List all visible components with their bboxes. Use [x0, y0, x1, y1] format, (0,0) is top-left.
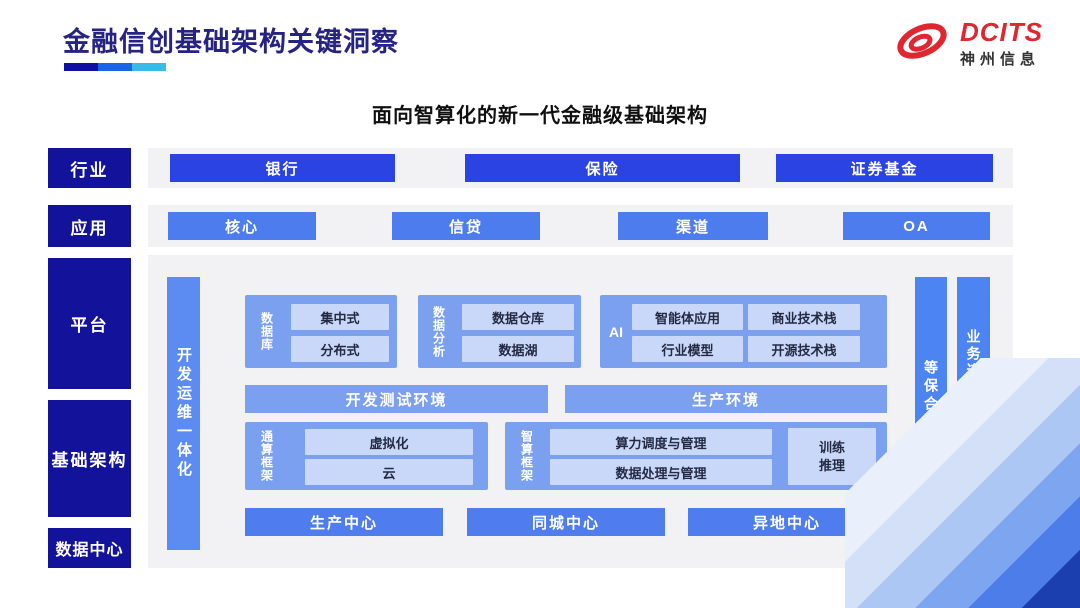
row-label-infrastructure: 基础架构	[48, 400, 131, 517]
general-compute-item-virtualization: 虚拟化	[305, 429, 473, 455]
database-item-distributed: 分布式	[291, 336, 389, 362]
underline-segment-light	[132, 63, 166, 71]
company-logo: DCITS 神州信息	[892, 16, 1043, 71]
ai-group-label: AI	[609, 323, 623, 340]
ai-item-agent-apps: 智能体应用	[632, 304, 743, 330]
ai-compute-item-dataprocessing: 数据处理与管理	[550, 459, 772, 485]
corner-diagonal-decoration	[845, 358, 1080, 608]
general-compute-group: 通算框架 虚拟化 云	[245, 422, 488, 490]
database-group-label: 数据库	[259, 312, 274, 351]
title-underline	[64, 63, 166, 81]
ai-compute-group: 智算框架 算力调度与管理 数据处理与管理 训练 推理	[505, 422, 887, 490]
analytics-group-label-wrap: 数据分析	[418, 295, 460, 368]
application-item-core: 核心	[168, 212, 316, 240]
application-item-oa: OA	[843, 212, 990, 240]
general-compute-item-cloud: 云	[305, 459, 473, 485]
devops-vertical-bar: 开发运维一体化	[167, 277, 200, 550]
center-production: 生产中心	[245, 508, 443, 536]
database-group-label-wrap: 数据库	[245, 295, 289, 368]
ai-group-label-wrap: AI	[600, 295, 632, 368]
page-title: 金融信创基础架构关键洞察	[63, 27, 399, 57]
general-compute-label: 通算框架	[259, 430, 274, 482]
analytics-item-warehouse: 数据仓库	[462, 304, 574, 330]
database-group: 数据库 集中式 分布式	[245, 295, 397, 368]
industry-item-insurance: 保险	[465, 154, 740, 182]
ai-compute-label-wrap: 智算框架	[505, 422, 549, 490]
underline-segment-mid	[98, 63, 132, 71]
devops-vertical-bar-label: 开发运维一体化	[175, 347, 192, 480]
dcits-swirl-icon	[892, 16, 952, 71]
analytics-group-label: 数据分析	[431, 305, 446, 358]
ai-compute-item-scheduling: 算力调度与管理	[550, 429, 772, 455]
application-item-channel: 渠道	[618, 212, 768, 240]
industry-item-securities-funds: 证券基金	[776, 154, 993, 182]
ai-group: AI 智能体应用 商业技术栈 行业模型 开源技术栈	[600, 295, 887, 368]
general-compute-label-wrap: 通算框架	[245, 422, 289, 490]
ai-item-commercial-stack: 商业技术栈	[748, 304, 860, 330]
row-label-platform: 平台	[48, 258, 131, 389]
center-same-city: 同城中心	[467, 508, 665, 536]
database-item-centralized: 集中式	[291, 304, 389, 330]
underline-segment-dark	[64, 63, 98, 71]
analytics-item-datalake: 数据湖	[462, 336, 574, 362]
logo-company-text: 神州信息	[960, 50, 1041, 68]
diagram-title: 面向智算化的新一代金融级基础架构	[372, 105, 708, 127]
ai-compute-label: 智算框架	[519, 430, 534, 482]
analytics-group: 数据分析 数据仓库 数据湖	[418, 295, 581, 368]
row-label-industry: 行业	[48, 148, 131, 188]
logo-brand-text: DCITS	[960, 16, 1043, 47]
ai-item-opensource-stack: 开源技术栈	[748, 336, 860, 362]
production-environment-bar: 生产环境	[565, 385, 887, 413]
row-label-application: 应用	[48, 205, 131, 247]
devtest-environment-bar: 开发测试环境	[245, 385, 548, 413]
application-item-credit: 信贷	[392, 212, 540, 240]
row-label-datacenter: 数据中心	[48, 528, 131, 568]
ai-item-industry-models: 行业模型	[632, 336, 743, 362]
industry-item-bank: 银行	[170, 154, 395, 182]
